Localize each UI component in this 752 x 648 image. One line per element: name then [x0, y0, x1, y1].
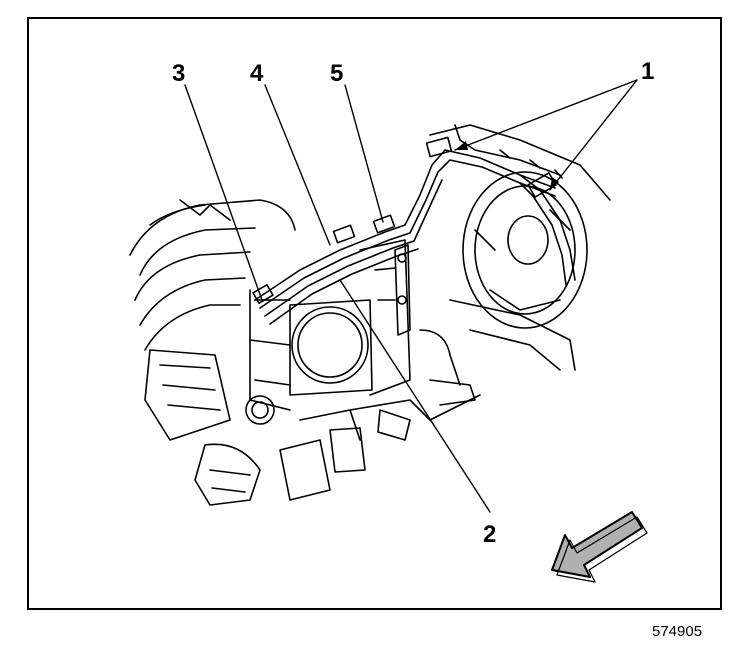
leader-1a — [454, 79, 638, 151]
fuel-line-clips — [252, 136, 557, 304]
body-panel-lines — [429, 124, 611, 201]
fuel-lines — [254, 149, 576, 325]
diagram-frame — [27, 17, 722, 610]
leader-3 — [184, 84, 263, 301]
leader-1b — [549, 79, 638, 191]
lower-engine — [144, 299, 576, 506]
throttle-bracket — [359, 239, 411, 396]
leader-5 — [344, 84, 384, 223]
callout-5: 5 — [330, 60, 344, 87]
callout-4: 4 — [250, 60, 264, 87]
callout-3: 3 — [172, 60, 186, 87]
throttle-body — [249, 289, 373, 411]
brake-booster — [462, 171, 588, 329]
leader-4 — [264, 84, 331, 246]
intake-manifold — [129, 199, 296, 351]
figure-number: 574905 — [652, 623, 703, 640]
front-direction-arrow-icon — [551, 511, 648, 583]
callout-2: 2 — [483, 521, 497, 548]
callout-1: 1 — [641, 58, 655, 85]
leader-arrowheads — [455, 141, 559, 190]
leader-lines — [184, 79, 638, 513]
leader-2 — [339, 279, 491, 513]
